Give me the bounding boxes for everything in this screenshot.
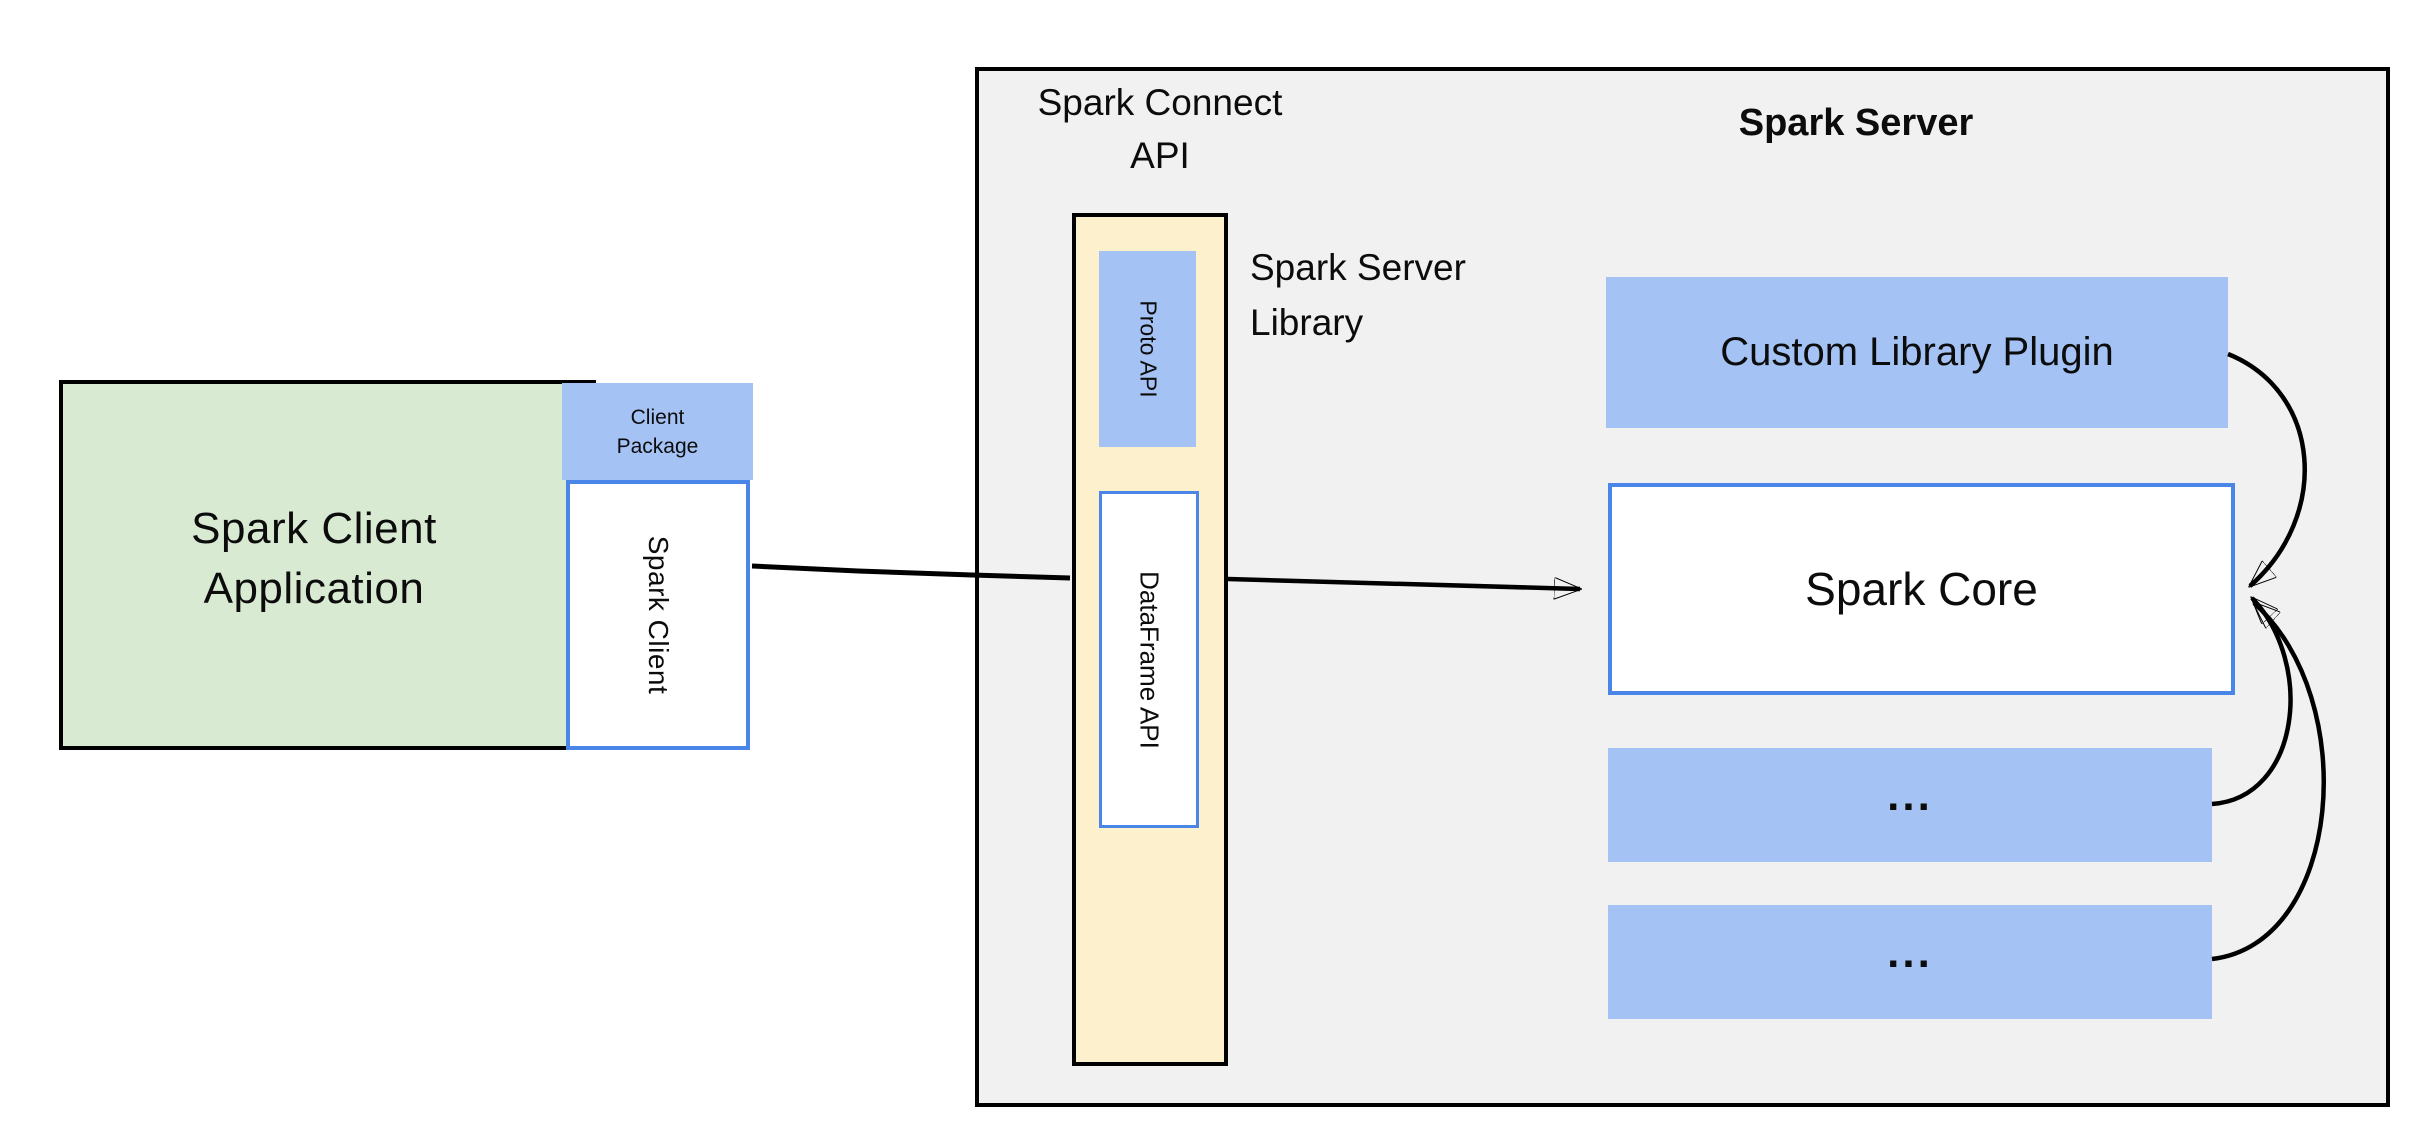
spark-client-application-label: Spark Client Application (59, 499, 569, 619)
client-package-box: Client Package (562, 383, 753, 480)
spark-connect-api-line1: Spark Connect (1037, 82, 1283, 123)
plugin-placeholder-2-label: ... (1887, 928, 1933, 977)
plugin-placeholder-box-2: ... (1608, 905, 2212, 1019)
spark-client-box: Spark Client (566, 480, 750, 750)
dataframe-api-box: DataFrame API (1099, 491, 1199, 828)
plugin-placeholder-box-1: ... (1608, 748, 2212, 862)
proto-api-box: Proto API (1099, 251, 1196, 447)
spark-server-title: Spark Server (1738, 102, 1974, 144)
spark-client-application-box (59, 380, 596, 750)
spark-connect-api-line2: API (1130, 135, 1190, 176)
proto-api-label: Proto API (1135, 300, 1161, 398)
plugin-placeholder-1-label: ... (1887, 771, 1933, 820)
spark-core-box: Spark Core (1608, 483, 2235, 695)
custom-library-plugin-box: Custom Library Plugin (1606, 277, 2228, 428)
client-package-line2: Package (616, 434, 699, 458)
spark-client-label: Spark Client (643, 535, 674, 695)
spark-server-library-line2: Library (1250, 302, 1364, 343)
dataframe-api-label: DataFrame API (1134, 570, 1165, 749)
spark-server-library-label: Spark Server Library (1250, 240, 1610, 350)
spark-client-application-line2: Application (203, 564, 425, 613)
custom-library-plugin-label: Custom Library Plugin (1720, 330, 2114, 374)
spark-client-application-line1: Spark Client (191, 504, 437, 553)
spark-core-label: Spark Core (1805, 563, 2038, 615)
spark-server-library-line1: Spark Server (1250, 247, 1466, 288)
client-package-line1: Client (630, 405, 685, 429)
spark-connect-api-label: Spark Connect API (1000, 76, 1320, 182)
